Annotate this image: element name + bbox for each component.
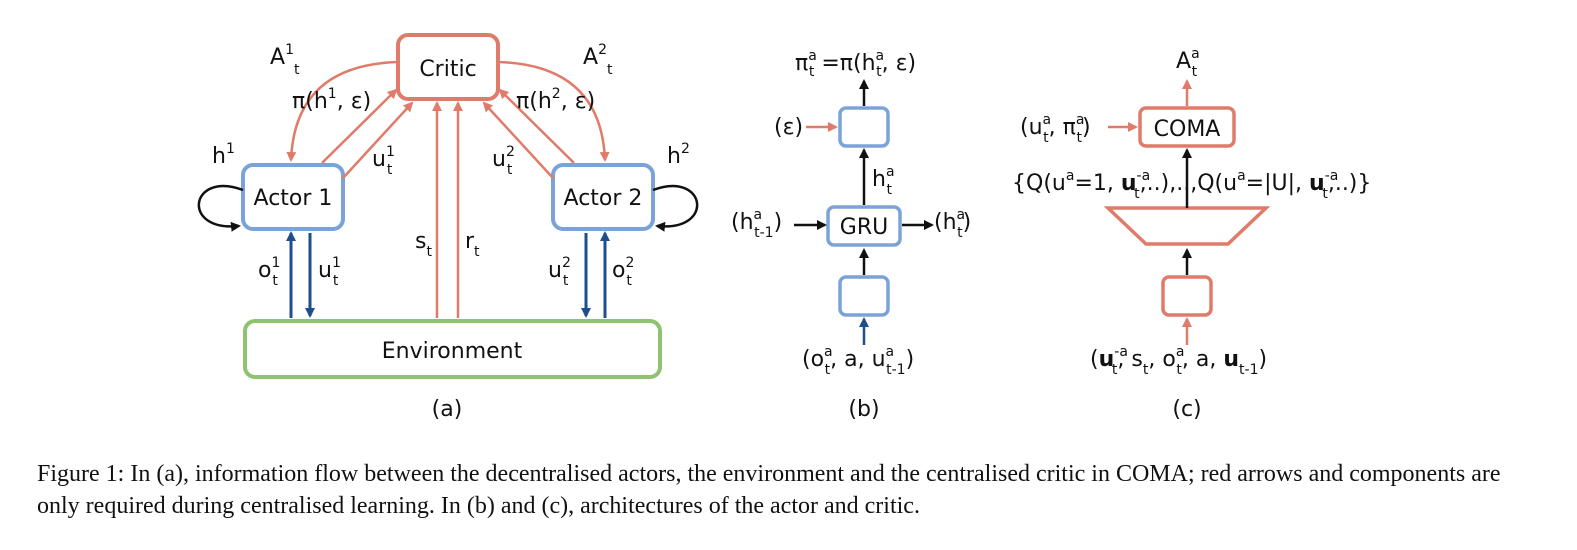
panel-c-caption: (c) <box>1172 397 1201 422</box>
actor1-label: Actor 1 <box>254 186 333 211</box>
hidden-loop-1 <box>197 184 244 232</box>
panel-a-caption: (a) <box>432 397 463 422</box>
advantage-arrow-2 <box>497 60 610 162</box>
label-policy-1: π(h1, ε) <box>292 86 371 114</box>
label-hidden-1: h1 <box>212 141 235 169</box>
panel-b-caption: (b) <box>848 397 879 422</box>
hidden-loop-2 <box>652 184 699 232</box>
critic-input-layer <box>1161 275 1213 317</box>
coma-label: COMA <box>1154 117 1221 142</box>
advantage-arrow-1 <box>286 60 399 162</box>
policy-arrow-2 <box>498 88 575 164</box>
label-reward: rt <box>465 229 480 260</box>
actor2-box <box>551 163 655 231</box>
figure-caption: Figure 1: In (a), information flow betwe… <box>37 461 1501 519</box>
critic-network-trapezoid <box>1103 206 1271 246</box>
critic-label: Critic <box>419 57 476 82</box>
label-state: st <box>415 229 432 260</box>
coma-figure: Critic Actor 1 Actor 2 Environment A1t A… <box>197 33 1371 422</box>
coma-box <box>1138 106 1236 148</box>
critic-box <box>396 33 500 101</box>
actor-output-layer <box>838 106 890 148</box>
environment-label: Environment <box>382 339 523 364</box>
action-arrow-2-critic <box>482 101 554 179</box>
action-arrow-1-critic <box>342 101 414 179</box>
actor2-label: Actor 2 <box>564 186 643 211</box>
policy-arrow-1 <box>321 88 398 164</box>
label-advantage-1: A1t <box>270 42 300 78</box>
panel-a: Critic Actor 1 Actor 2 Environment A1t A… <box>197 33 699 422</box>
gru-label: GRU <box>840 215 888 240</box>
environment-box <box>243 319 662 379</box>
b-eps-label: (ε) <box>774 115 803 140</box>
label-advantage-2: A2t <box>583 42 613 78</box>
label-policy-2: π(h2, ε) <box>516 86 595 114</box>
gru-box <box>826 205 902 247</box>
actor-input-layer <box>838 275 890 317</box>
label-hidden-2: h2 <box>667 141 690 169</box>
actor1-box <box>241 163 345 231</box>
